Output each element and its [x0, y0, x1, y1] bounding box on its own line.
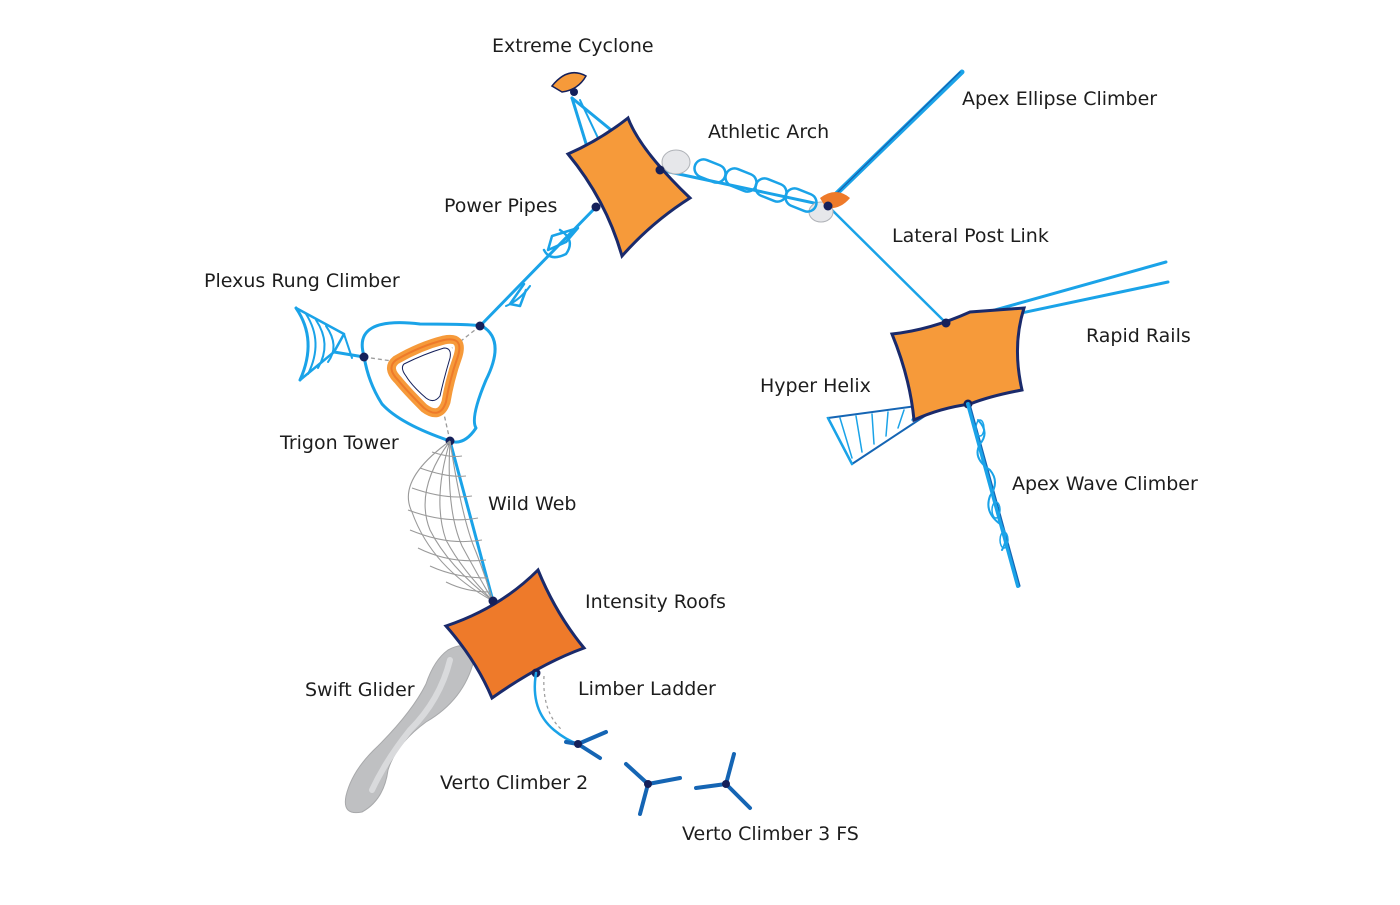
label-verto-climber-3fs: Verto Climber 3 FS	[682, 823, 859, 845]
label-swift-glider: Swift Glider	[305, 679, 415, 701]
label-trigon-tower: Trigon Tower	[279, 432, 399, 454]
right-roof	[889, 306, 1027, 423]
apex-wave-climber	[966, 402, 1021, 588]
label-plexus-rung-climber: Plexus Rung Climber	[204, 270, 400, 292]
label-apex-wave-climber: Apex Wave Climber	[1012, 473, 1198, 495]
label-intensity-roofs: Intensity Roofs	[585, 591, 726, 613]
lower-roof	[443, 567, 587, 701]
label-athletic-arch: Athletic Arch	[708, 121, 829, 143]
hyper-helix	[826, 400, 970, 466]
connector-pipes	[448, 168, 948, 603]
label-apex-ellipse-climber: Apex Ellipse Climber	[962, 88, 1157, 110]
label-hyper-helix: Hyper Helix	[760, 375, 871, 397]
limber-ladder	[533, 671, 580, 746]
verto-climber-2	[564, 730, 608, 760]
label-power-pipes: Power Pipes	[444, 195, 557, 217]
power-pipes	[505, 226, 580, 308]
wild-web	[407, 440, 494, 602]
label-lateral-post-link: Lateral Post Link	[892, 225, 1049, 247]
label-verto-climber-2: Verto Climber 2	[440, 772, 588, 794]
label-rapid-rails: Rapid Rails	[1086, 325, 1191, 347]
swift-glider	[344, 645, 475, 814]
label-wild-web: Wild Web	[488, 493, 576, 515]
trigon-tower	[359, 321, 497, 446]
label-limber-ladder: Limber Ladder	[578, 678, 716, 700]
verto-climber-3fs	[624, 752, 752, 816]
plexus-rung-climber	[294, 306, 366, 382]
athletic-arch	[661, 149, 834, 223]
labels: Extreme Cyclone Apex Ellipse Climber Ath…	[204, 35, 1198, 845]
apex-ellipse-climber	[820, 69, 965, 209]
upper-roof	[565, 115, 693, 260]
label-extreme-cyclone: Extreme Cyclone	[492, 35, 654, 57]
lateral-post-node	[823, 201, 833, 211]
